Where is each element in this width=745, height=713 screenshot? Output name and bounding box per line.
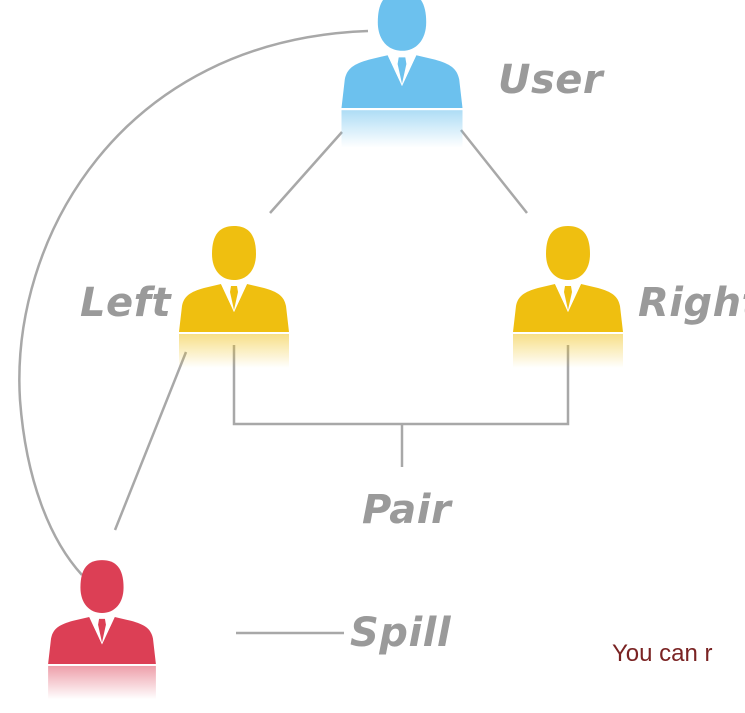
left-person-icon xyxy=(179,226,289,368)
right-person-icon xyxy=(513,226,623,368)
pair-label: Pair xyxy=(362,487,452,533)
right-label: Right xyxy=(638,280,745,326)
user-label: User xyxy=(498,57,604,103)
user-left-connector xyxy=(269,131,343,214)
connectors xyxy=(18,29,570,635)
spill-label: Spill xyxy=(350,610,452,656)
spill-curve-connector xyxy=(18,29,369,576)
user-right-connector xyxy=(460,129,528,214)
left-label: Left xyxy=(80,280,172,326)
spill-person-icon xyxy=(48,560,156,700)
left-spill-connector xyxy=(113,351,188,531)
user-person-icon xyxy=(341,0,463,148)
footer-note: You can r xyxy=(612,640,713,667)
